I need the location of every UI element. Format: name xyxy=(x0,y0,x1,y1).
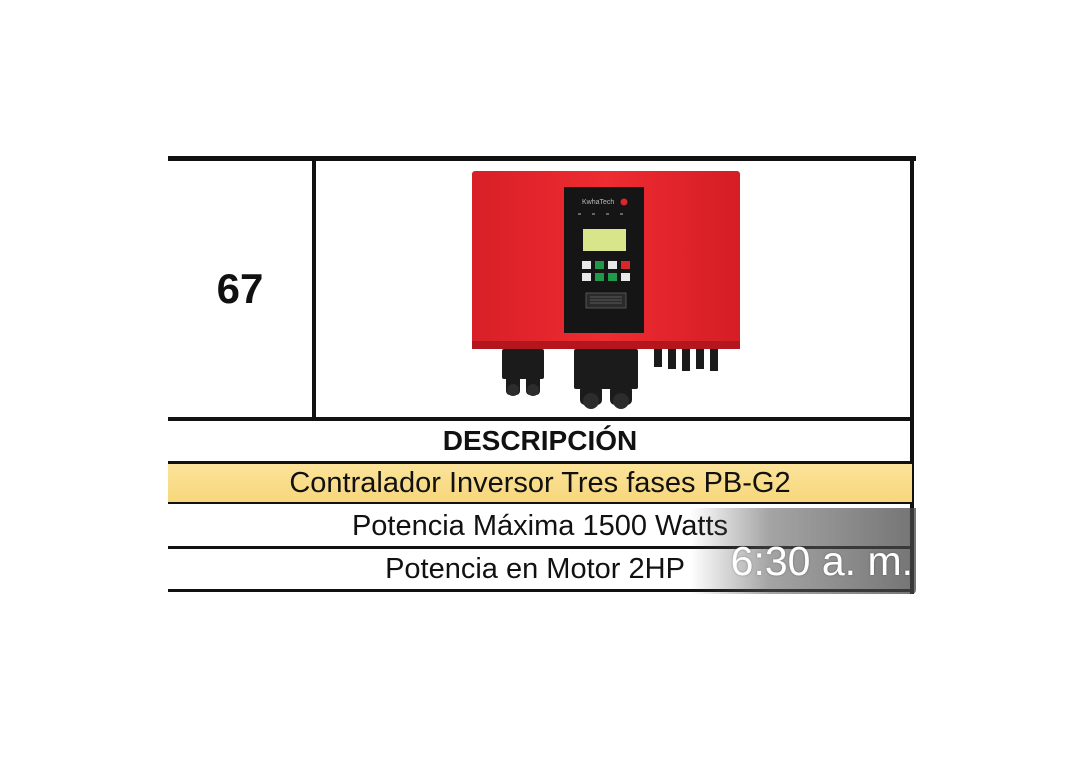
description-header: DESCRIPCIÓN xyxy=(442,425,638,456)
item-number: 67 xyxy=(216,265,264,312)
row-divider xyxy=(168,546,914,549)
warning-label xyxy=(585,292,627,309)
row-divider xyxy=(168,417,914,421)
description-row-motor-text: Potencia en Motor 2HP xyxy=(385,552,685,585)
lcd-screen xyxy=(583,229,626,251)
column-divider xyxy=(312,156,316,420)
keypad xyxy=(582,261,630,281)
product-table: 67 xyxy=(168,156,916,594)
cable-glands-left xyxy=(502,349,544,396)
timestamp-text: 6:30 a. m. xyxy=(730,538,913,584)
control-panel xyxy=(564,187,644,333)
timestamp-overlay xyxy=(690,508,916,594)
inverter-device-illustration: KwhaTech xyxy=(472,171,740,409)
svg-text:KwhaTech: KwhaTech xyxy=(582,199,614,206)
dc-connectors-right xyxy=(654,347,718,371)
description-row-power: Potencia Máxima 1500 Watts xyxy=(351,509,729,542)
row-divider xyxy=(168,461,914,464)
product-image: KwhaTech xyxy=(316,161,910,417)
cable-glands-center xyxy=(574,349,638,409)
table-right-border xyxy=(910,156,914,594)
row-divider xyxy=(168,502,914,504)
description-row-model: Contralador Inversor Tres fases PB-G2 xyxy=(168,464,912,502)
description-row-motor: Potencia en Motor 2HP xyxy=(168,549,912,589)
table-bottom-border xyxy=(168,589,914,592)
table-top-border xyxy=(168,156,916,161)
